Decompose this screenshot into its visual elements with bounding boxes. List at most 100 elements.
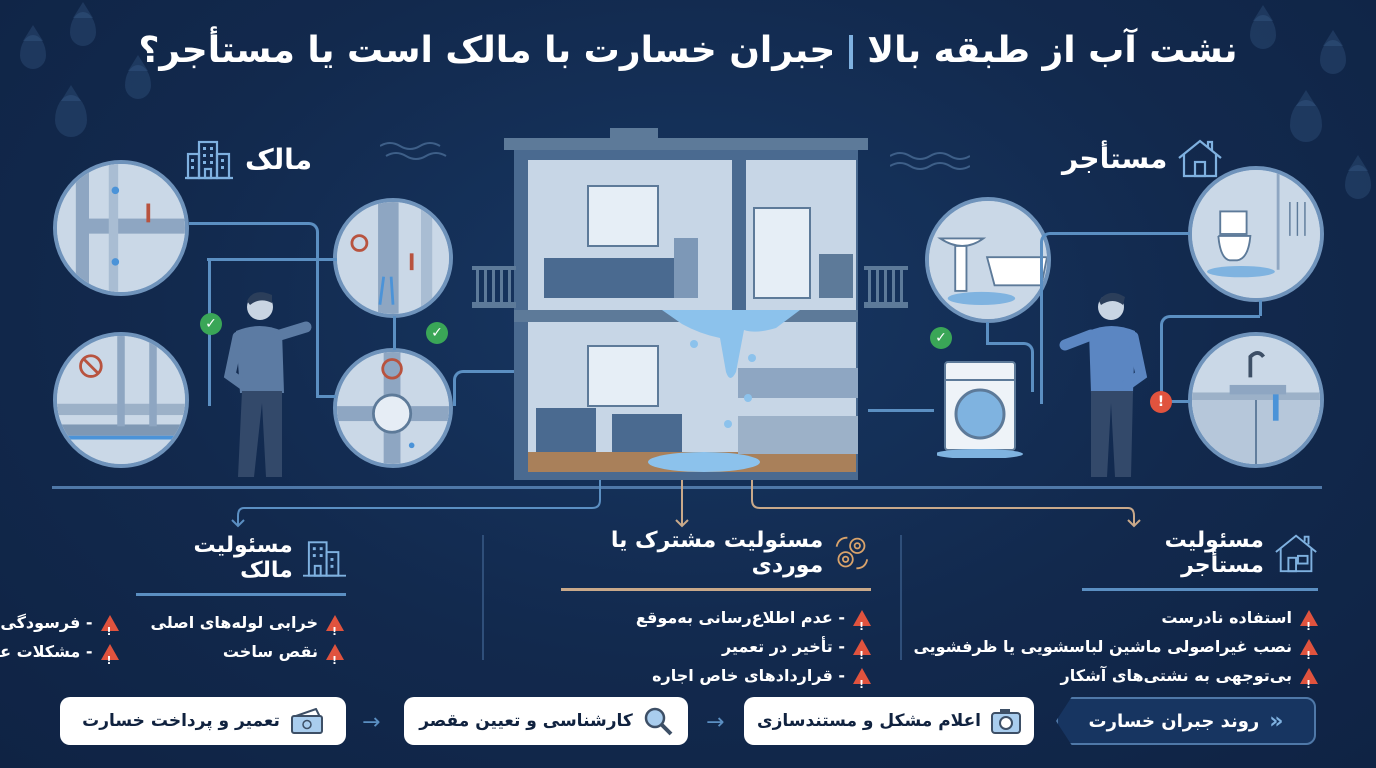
water-drop-decoration: [1290, 100, 1322, 142]
water-drop-decoration: [1250, 15, 1276, 49]
tenant-items: استفاده نادرست نصب غیراصولی ماشین لباسشو…: [913, 603, 1318, 699]
responsibility-flow-arrows: [231, 480, 1141, 528]
owner-section-title: مسئولیت مالک: [193, 533, 293, 583]
connector-line: [316, 395, 336, 398]
connector-line: [1040, 232, 1190, 404]
gears-icon: [835, 536, 869, 570]
list-item-text: نقص ساخت: [222, 642, 318, 661]
list-item-text: استفاده نادرست: [1161, 608, 1292, 627]
warning-icon: [853, 609, 871, 641]
shared-responsibility-section: مسئولیت مشترک یا موردی - عدم اطلاع‌رسانی…: [531, 528, 871, 699]
camera-icon: [991, 709, 1022, 734]
process-heading: « روند جبران خسارت: [1056, 697, 1316, 745]
list-item: - عدم اطلاع‌رسانی به‌موقع: [531, 603, 871, 641]
owner-items: خرابی لوله‌های اصلی - فرسودگی تأسیسات نق…: [0, 608, 344, 675]
ground-line: [52, 486, 1322, 489]
magnifier-icon: [644, 707, 673, 736]
building-icon: [302, 541, 346, 577]
section-title: مسئولیت مستأجر: [1082, 528, 1318, 591]
list-item-text: خرابی لوله‌های اصلی: [150, 613, 318, 632]
wave-decoration: [380, 142, 447, 160]
alert-icon: !: [1150, 391, 1172, 413]
process-step-report: اعلام مشکل و مستندسازی: [744, 697, 1034, 745]
washing-machine-illustration: [937, 361, 1023, 458]
step-label: تعمیر و پرداخت خسارت: [82, 711, 280, 731]
page-title: نشت آب از طبقه بالا جبران خسارت با مالک ا…: [0, 30, 1376, 71]
step-label: کارشناسی و تعیین مقصر: [419, 711, 633, 731]
building-icon: [185, 140, 233, 180]
illustration-valve-leak: [333, 198, 453, 318]
water-drop-decoration: [125, 65, 151, 99]
connector-line: [868, 372, 934, 412]
arrow-icon: →: [706, 710, 725, 735]
process-step-repair-payment: تعمیر و پرداخت خسارت: [60, 697, 346, 745]
warning-icon: [853, 638, 871, 670]
water-drop-decoration: [20, 35, 46, 69]
owner-label: مالک: [185, 138, 312, 180]
title-part1: نشت آب از طبقه بالا: [867, 30, 1238, 71]
illustration-main-pipes: [53, 160, 189, 296]
left-balcony-illustration: [472, 266, 516, 308]
section-title: مسئولیت مشترک یا موردی: [561, 528, 871, 591]
shared-items: - عدم اطلاع‌رسانی به‌موقع - تأخیر در تعم…: [531, 603, 871, 699]
illustration-toilet-shower: [1188, 166, 1324, 302]
list-item-text: - عدم اطلاع‌رسانی به‌موقع: [635, 608, 845, 627]
tenant-label: مستأجر: [1062, 138, 1223, 178]
list-item: بی‌توجهی به نشتی‌های آشکار: [938, 661, 1318, 699]
list-item-text: بی‌توجهی به نشتی‌های آشکار: [1060, 666, 1292, 685]
wave-decoration: [890, 152, 970, 170]
connector-line: [453, 370, 543, 406]
list-item-text: - مشکلات عایق‌کاری: [0, 642, 93, 661]
warning-icon: [1300, 638, 1318, 670]
illustration-water-meter: [333, 348, 453, 468]
list-item: - مشکلات عایق‌کاری: [0, 637, 119, 675]
check-icon: ✓: [930, 327, 952, 349]
shared-section-title: مسئولیت مشترک یا موردی: [610, 528, 824, 578]
arrow-icon: →: [362, 710, 381, 735]
water-drop-decoration: [70, 12, 96, 46]
list-item: - فرسودگی تأسیسات: [0, 608, 119, 646]
tenant-section-title: مسئولیت مستأجر: [1164, 528, 1264, 578]
connector-line: [207, 258, 337, 261]
title-part2: جبران خسارت با مالک است یا مستأجر؟: [138, 30, 836, 71]
warning-icon: [326, 614, 344, 646]
list-item: - تأخیر در تعمیر: [531, 632, 871, 670]
illustration-sink-bath-leak: [925, 197, 1051, 323]
owner-person-figure: [223, 292, 312, 477]
warning-icon: [1300, 609, 1318, 641]
warning-icon: [326, 643, 344, 675]
check-icon: ✓: [426, 322, 448, 344]
list-item-text: - فرسودگی تأسیسات: [0, 613, 93, 632]
list-item: استفاده نادرست: [938, 603, 1318, 641]
list-item: نصب غیراصولی ماشین لباسشویی یا ظرفشویی: [913, 632, 1318, 670]
connector-line: [1160, 400, 1190, 403]
process-step-assessment: کارشناسی و تعیین مقصر: [404, 697, 688, 745]
illustration-insulation-pipes: [53, 332, 189, 468]
double-chevron-icon: «: [1269, 708, 1284, 734]
connector-line: [986, 342, 1034, 392]
list-item-text: - قراردادهای خاص اجاره: [652, 666, 845, 685]
process-heading-text: روند جبران خسارت: [1088, 710, 1260, 732]
house-icon: [1275, 534, 1317, 573]
owner-label-text: مالک: [245, 142, 313, 176]
section-divider: [482, 535, 484, 660]
title-separator: [849, 35, 854, 69]
house-cross-section-illustration: [504, 128, 868, 480]
list-item: خرابی لوله‌های اصلی: [150, 608, 344, 646]
tenant-responsibility-section: مسئولیت مستأجر استفاده نادرست نصب غیراصو…: [913, 528, 1318, 699]
illustration-kitchen-sink-leak: [1188, 332, 1324, 468]
connector-line: [189, 222, 319, 398]
step-label: اعلام مشکل و مستندسازی: [757, 711, 982, 731]
warning-icon: [100, 614, 119, 646]
water-drop-decoration: [55, 95, 87, 137]
right-balcony-illustration: [864, 266, 908, 308]
warning-icon: [100, 643, 119, 675]
section-divider: [900, 535, 902, 660]
section-title: مسئولیت مالک: [136, 533, 346, 596]
list-item: نقص ساخت: [151, 637, 344, 675]
list-item: - قراردادهای خاص اجاره: [531, 661, 871, 699]
list-item-text: - تأخیر در تعمیر: [721, 637, 845, 656]
owner-responsibility-section: مسئولیت مالک خرابی لوله‌های اصلی - فرسود…: [0, 533, 346, 675]
connector-line: [986, 322, 989, 344]
tenant-label-text: مستأجر: [1062, 141, 1168, 175]
